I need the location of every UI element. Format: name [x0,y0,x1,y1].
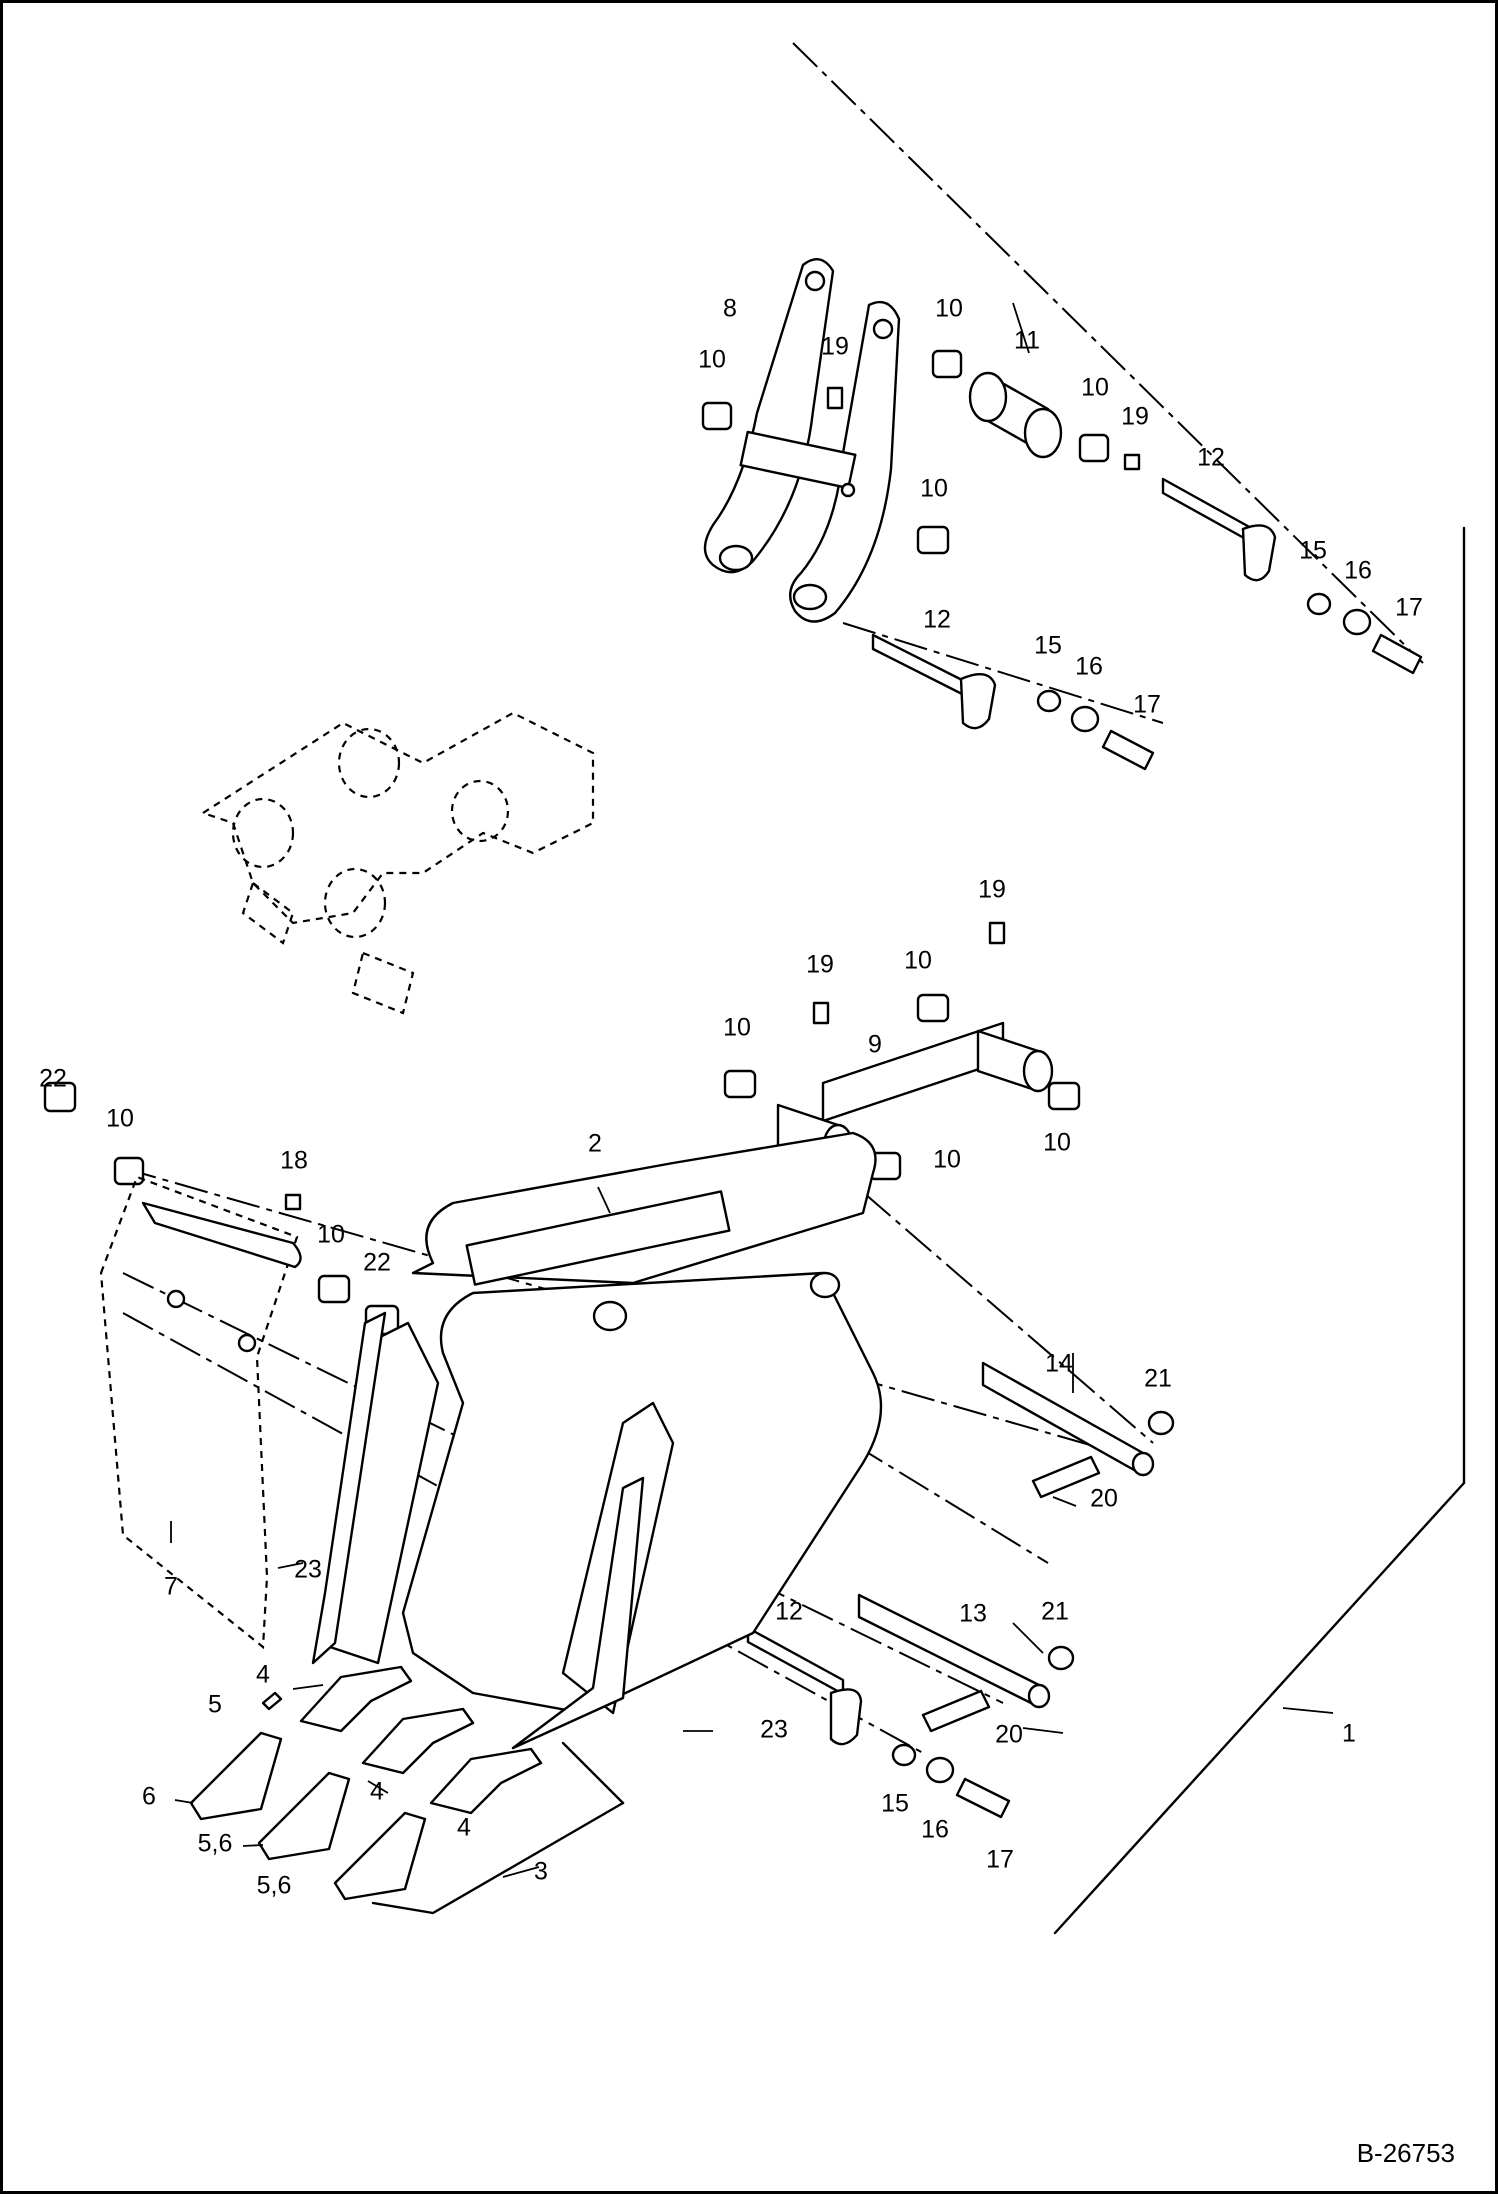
quick-coupler [200,711,595,1015]
exploded-parts-diagram: 1 2 3 4 4 4 5 5,6 5,6 6 7 8 9 10 10 10 1… [39,42,1466,1935]
label-13: 13 [959,1600,987,1628]
link-pin [776,1021,1054,1167]
grease-nipples [284,386,1141,1211]
label-7: 7 [164,1573,178,1601]
label-19: 19 [978,876,1006,904]
label-17: 17 [986,1846,1014,1874]
label-10: 10 [106,1105,134,1133]
label-15: 15 [881,1790,909,1818]
ripper-blade [99,1175,302,1650]
bushings [113,349,1110,1304]
label-14: 14 [1045,1350,1073,1378]
bolts-and-nuts [921,1410,1175,1733]
assembly-bracket [1053,526,1466,1935]
label-10: 10 [935,295,963,323]
label-11: 11 [1014,327,1040,355]
label-15: 15 [1034,632,1062,660]
label-10: 10 [933,1146,961,1174]
label-1: 1 [1342,1720,1356,1748]
label-10: 10 [723,1014,751,1042]
retainer-pin [261,1691,283,1711]
label-16: 16 [1344,557,1372,585]
label-20: 20 [1090,1485,1118,1513]
label-8: 8 [723,295,737,323]
label-5: 5 [208,1691,222,1719]
label-23: 23 [294,1556,322,1584]
callout-labels: 1 2 3 4 4 4 5 5,6 5,6 6 7 8 9 10 10 10 1… [39,295,1423,1900]
label-10: 10 [920,475,948,503]
side-plates [311,1311,645,1750]
bucket-body [316,1131,883,1715]
label-19: 19 [1121,403,1149,431]
label-19: 19 [806,951,834,979]
label-2: 2 [588,1130,602,1158]
drawing-reference-code: B-26753 [1356,2138,1455,2168]
label-16: 16 [1075,653,1103,681]
label-6: 6 [142,1783,156,1811]
label-12: 12 [923,606,951,634]
washers-and-bolts [891,592,1423,1819]
label-10: 10 [904,947,932,975]
h-link [703,258,901,623]
label-4: 4 [457,1814,471,1842]
leader-lines [170,302,1334,1878]
label-9: 9 [868,1031,882,1059]
label-22: 22 [39,1065,67,1093]
label-10: 10 [698,346,726,374]
label-17: 17 [1133,691,1161,719]
sleeve [968,371,1063,459]
label-5-6: 5,6 [257,1872,292,1900]
label-15: 15 [1299,537,1327,565]
label-5-6: 5,6 [198,1830,233,1858]
label-18: 18 [280,1147,308,1175]
label-23: 23 [760,1716,788,1744]
teeth [189,1731,427,1901]
label-12: 12 [775,1598,803,1626]
label-10: 10 [1043,1129,1071,1157]
label-16: 16 [921,1816,949,1844]
label-21: 21 [1144,1365,1172,1393]
bracket-3 [371,1741,625,1915]
label-3: 3 [534,1858,548,1886]
label-21: 21 [1041,1598,1069,1626]
label-4: 4 [256,1661,270,1689]
label-10: 10 [317,1221,345,1249]
label-10: 10 [1081,374,1109,402]
pins [746,477,1277,1746]
label-17: 17 [1395,594,1423,622]
label-4: 4 [370,1778,384,1806]
bucket-pins [857,1361,1155,1709]
label-12: 12 [1197,444,1225,472]
label-22: 22 [363,1249,391,1277]
label-19: 19 [821,333,849,361]
tooth-adapters [299,1665,543,1815]
label-20: 20 [995,1721,1023,1749]
